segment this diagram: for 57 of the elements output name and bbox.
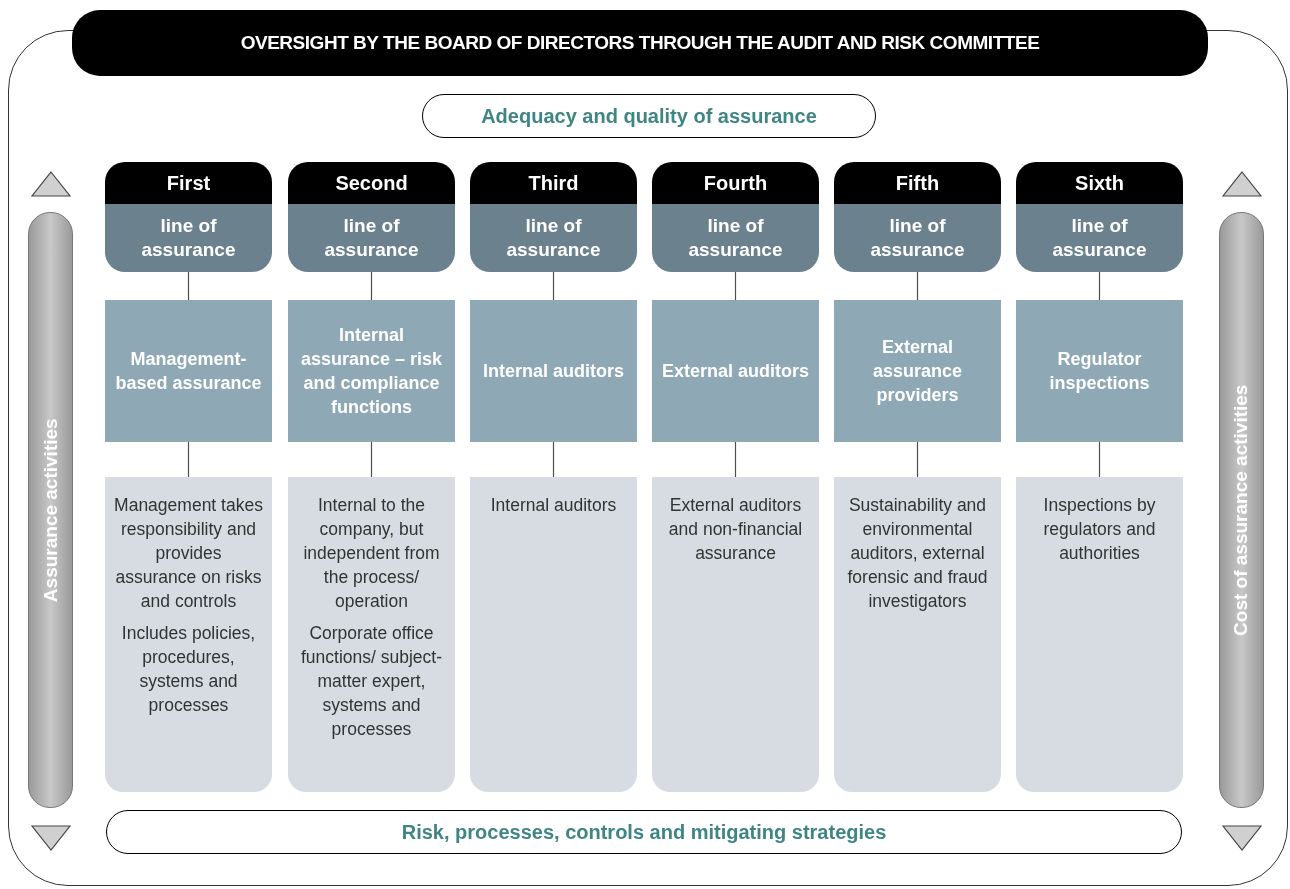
line-of-assurance-label: line of assurance <box>105 204 272 272</box>
description-text: Internal to the company, but independent from the process/ operation <box>302 494 441 613</box>
line-of-assurance-label: line of assurance <box>1016 204 1183 272</box>
connector-line <box>552 441 555 478</box>
ordinal-tab: Fifth <box>834 162 1001 204</box>
line-of-assurance-label: line of assurance <box>288 204 455 272</box>
description-text: Management takes responsibility and provides assurance on risks and controls <box>113 494 264 613</box>
description-text: External auditors and non-financial assurance <box>667 494 804 565</box>
description-text: Inspections by regulators and authorities <box>1042 494 1157 565</box>
heading-pill: Risk, processes, controls and mitigating strategies <box>106 810 1182 854</box>
description-panel <box>834 477 1001 792</box>
connector-line <box>1098 441 1101 478</box>
description-panel <box>105 477 272 792</box>
heading-pill: Adequacy and quality of assurance <box>422 94 876 138</box>
line-header <box>1016 162 1183 272</box>
line-of-assurance-label: line of assurance <box>652 204 819 272</box>
assurance-type-box: Regulator inspections <box>1016 300 1183 442</box>
line-of-assurance-label: line of assurance <box>470 204 637 272</box>
line-header <box>834 162 1001 272</box>
connector-line <box>916 271 919 301</box>
line-header <box>288 162 455 272</box>
line-header <box>105 162 272 272</box>
connector-line <box>370 441 373 478</box>
ordinal-tab: Second <box>288 162 455 204</box>
line-header <box>470 162 637 272</box>
description-text: Corporate office functions/ subject-matter expert, systems and processes <box>299 622 443 741</box>
line-header <box>652 162 819 272</box>
description-panel <box>288 477 455 792</box>
connector-line <box>187 271 190 301</box>
description-text: Internal auditors <box>490 494 617 517</box>
description-text: Sustainability and environmental auditors, external forensic and fraud investigators <box>846 494 989 613</box>
ordinal-tab: Third <box>470 162 637 204</box>
connector-line <box>187 441 190 478</box>
title-banner: OVERSIGHT BY THE BOARD OF DIRECTORS THROUGH THE AUDIT AND RISK COMMITTEE <box>72 10 1208 76</box>
connector-line <box>734 441 737 478</box>
assurance-type-box: External auditors <box>652 300 819 442</box>
side-bar-label: Cost of assurance activities <box>1229 384 1253 636</box>
ordinal-tab: First <box>105 162 272 204</box>
side-bar-label: Assurance activities <box>38 418 62 602</box>
assurance-type-box: Management-based assurance <box>105 300 272 442</box>
assurance-type-box: Internal auditors <box>470 300 637 442</box>
ordinal-tab: Fourth <box>652 162 819 204</box>
side-bar <box>28 212 73 808</box>
connector-line <box>1098 271 1101 301</box>
connector-line <box>370 271 373 301</box>
connector-line <box>734 271 737 301</box>
description-panel <box>1016 477 1183 792</box>
side-bar <box>1219 212 1264 808</box>
description-panel <box>652 477 819 792</box>
assurance-type-box: Internal assurance – risk and compliance functions <box>288 300 455 442</box>
connector-line <box>552 271 555 301</box>
assurance-type-box: External assurance providers <box>834 300 1001 442</box>
ordinal-tab: Sixth <box>1016 162 1183 204</box>
connector-line <box>916 441 919 478</box>
description-panel <box>470 477 637 792</box>
line-of-assurance-label: line of assurance <box>834 204 1001 272</box>
description-text: Includes policies, procedures, systems and processes <box>120 622 257 717</box>
